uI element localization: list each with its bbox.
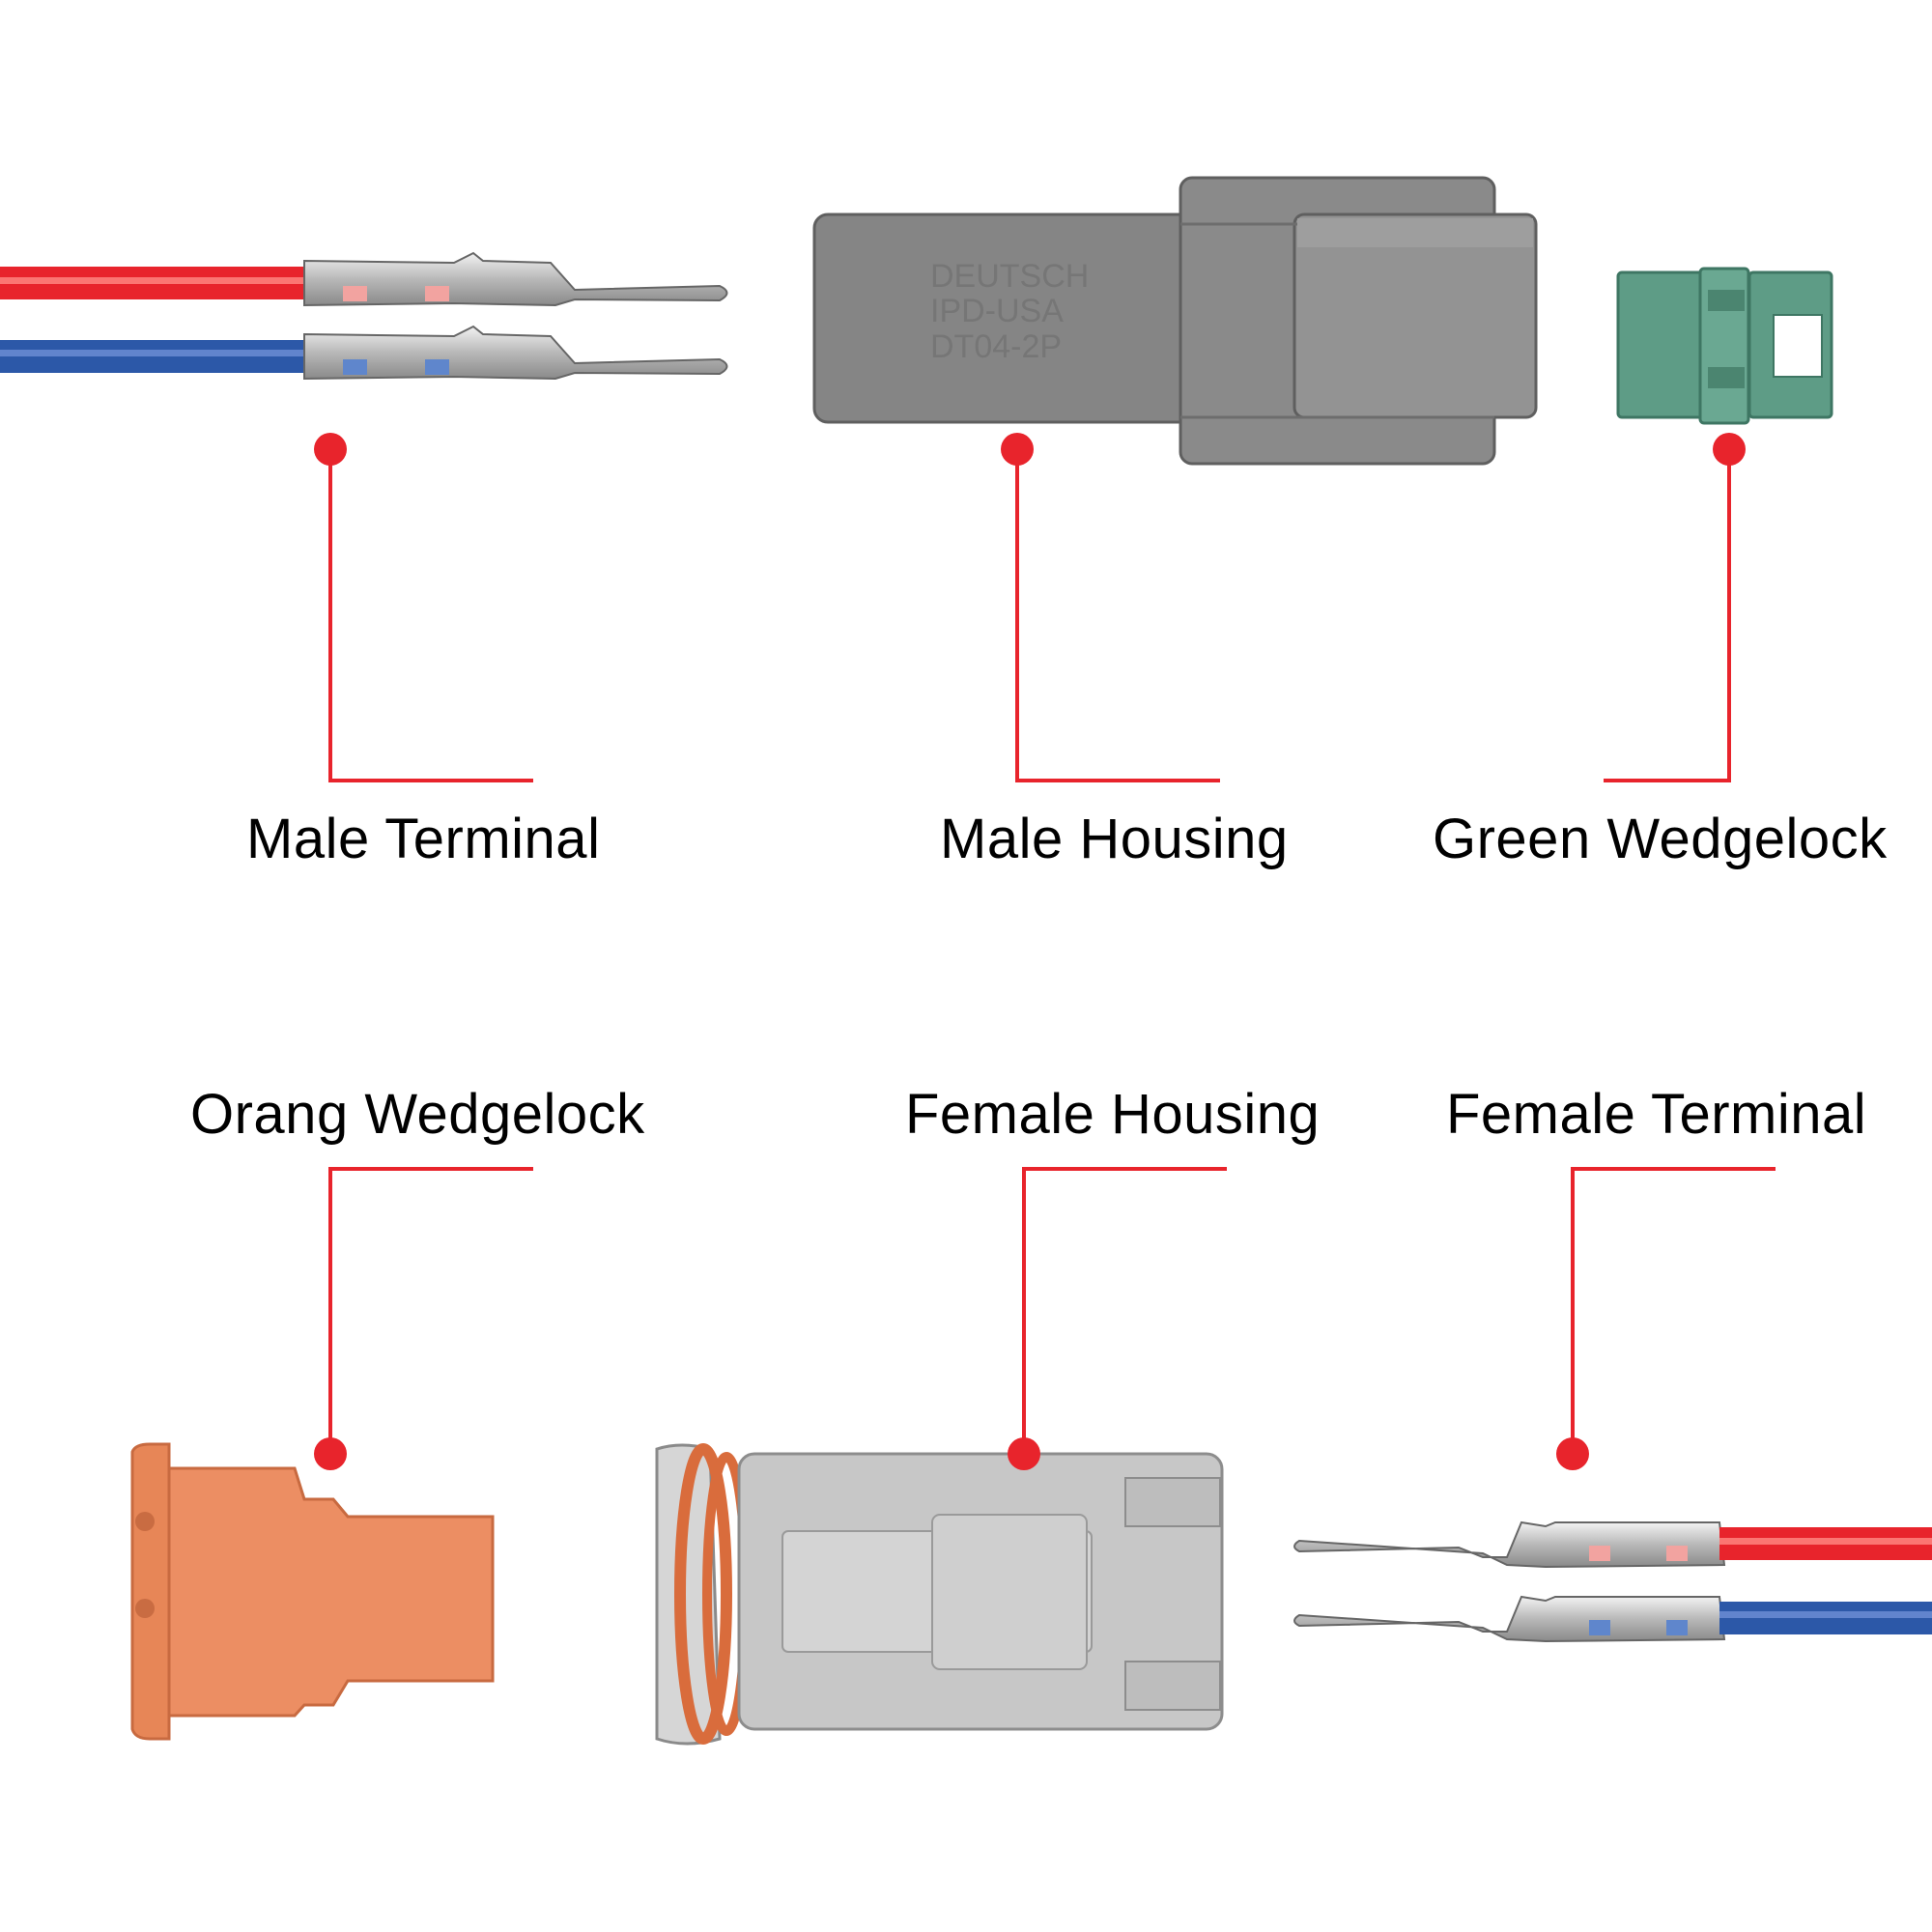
label-green-wedgelock: Green Wedgelock <box>1433 808 1888 870</box>
label-male-terminal: Male Terminal <box>246 808 601 870</box>
housing-marking-line1: DEUTSCH <box>930 258 1089 295</box>
housing-marking-line3: DT04-2P <box>930 328 1062 365</box>
male-terminal-blue <box>303 325 728 381</box>
blue-wire-female <box>1719 1602 1932 1634</box>
male-housing: DEUTSCH IPD-USA DT04-2P <box>812 176 1538 466</box>
female-terminal-pair <box>1293 1520 1932 1643</box>
red-wire-female <box>1719 1527 1932 1560</box>
male-terminal-pair <box>0 251 728 381</box>
male-terminal-red <box>303 251 728 307</box>
callout-orange-wedgelock <box>314 1167 533 1470</box>
female-terminal-red <box>1293 1520 1726 1569</box>
callout-green-wedgelock <box>1604 433 1746 782</box>
callout-female-terminal <box>1556 1167 1776 1470</box>
red-wire-male <box>0 267 309 299</box>
label-orange-wedgelock: Orang Wedgelock <box>190 1083 645 1146</box>
female-terminal-blue <box>1293 1595 1726 1643</box>
housing-marking-line2: IPD-USA <box>930 293 1064 329</box>
callout-female-housing <box>1008 1167 1227 1470</box>
green-wedgelock <box>1616 267 1833 425</box>
label-female-terminal: Female Terminal <box>1446 1083 1867 1146</box>
label-male-housing: Male Housing <box>940 808 1289 870</box>
blue-wire-male <box>0 340 309 373</box>
orange-wedgelock <box>130 1442 495 1741</box>
female-housing <box>655 1443 1224 1746</box>
callout-male-terminal <box>314 433 533 782</box>
label-female-housing: Female Housing <box>905 1083 1321 1146</box>
callout-male-housing <box>1001 433 1220 782</box>
